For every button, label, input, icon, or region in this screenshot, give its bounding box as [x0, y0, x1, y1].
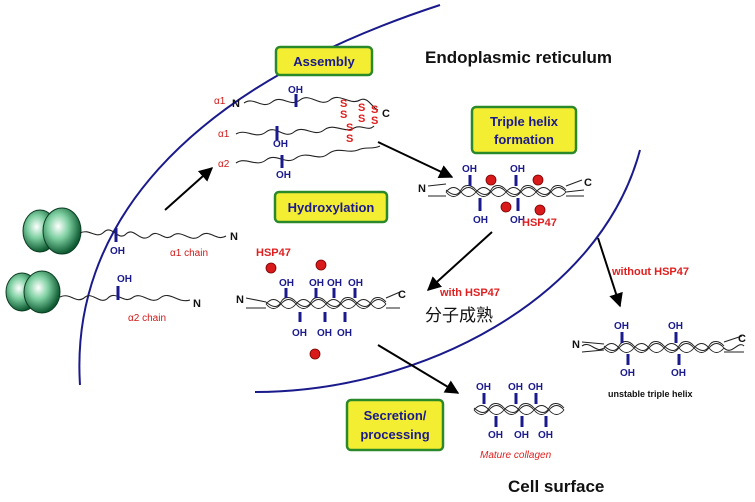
arrow-with-hsp47 — [426, 231, 493, 291]
er-membrane — [78, 4, 441, 386]
alpha1-chain-label: α1 chain — [170, 248, 208, 259]
disulfide-s: S — [371, 115, 378, 127]
oh-label: OH — [110, 246, 125, 257]
disulfide-s: S — [340, 109, 347, 121]
secretion-label-2: processing — [360, 427, 429, 442]
arrow-to-triple-helix — [377, 141, 454, 178]
oh-label: OH — [514, 430, 529, 441]
secretion-label-1: Secretion/ — [364, 408, 427, 423]
er-membrane-inner — [254, 149, 641, 393]
c-terminus: C — [382, 108, 390, 120]
oh-label: OH — [510, 164, 525, 175]
c-terminus: C — [584, 177, 592, 189]
oh-label: OH — [273, 139, 288, 150]
hsp47-dot — [265, 262, 277, 274]
hydroxylation-label: Hydroxylation — [288, 200, 375, 215]
alpha2-label: α2 — [218, 159, 230, 170]
oh-label: OH — [462, 164, 477, 175]
alpha2-chain-label: α2 chain — [128, 313, 166, 324]
assembly-label: Assembly — [293, 54, 355, 69]
oh-label: OH — [117, 274, 132, 285]
triple-helix-box: Triple helix formation — [470, 105, 578, 155]
nascent-alpha1-chain — [79, 229, 227, 239]
secretion-box: Secretion/ processing — [345, 398, 445, 452]
assembly-box: Assembly — [274, 45, 374, 77]
with-hsp47-label: with HSP47 — [439, 287, 500, 299]
mature-collagen-label: Mature collagen — [480, 450, 552, 461]
alpha1-label: α1 — [214, 96, 226, 107]
assembly-chain-2 — [235, 125, 375, 136]
cell-surface-label: Cell surface — [508, 477, 604, 496]
alpha1-label: α1 — [218, 129, 230, 140]
n-terminus: N — [193, 298, 201, 310]
disulfide-s: S — [340, 98, 347, 110]
hsp47-dot — [315, 259, 327, 271]
arrow-to-assembly — [164, 167, 214, 211]
oh-label: OH — [288, 85, 303, 96]
triple-helix-label-1: Triple helix — [490, 114, 559, 129]
oh-label: OH — [528, 382, 543, 393]
oh-label: OH — [671, 368, 686, 379]
oh-label: OH — [473, 215, 488, 226]
oh-label: OH — [292, 328, 307, 339]
oh-label: OH — [309, 278, 324, 289]
oh-label: OH — [488, 430, 503, 441]
mature-collagen: OH OH OH OH OH OH Mature collagen — [473, 382, 565, 461]
oh-label: OH — [317, 328, 332, 339]
oh-label: OH — [538, 430, 553, 441]
hsp47-dot — [532, 174, 544, 186]
n-terminus: N — [230, 231, 238, 243]
c-terminus: C — [738, 333, 746, 345]
hydroxylated-helix: HSP47 N C OH OH OH OH OH OH OH — [236, 247, 406, 360]
oh-label: OH — [348, 278, 363, 289]
oh-label: OH — [327, 278, 342, 289]
hsp47-dot — [534, 204, 546, 216]
triple-helix-forming: N C OH OH OH OH HSP47 — [418, 164, 592, 229]
hydroxylation-box: Hydroxylation — [273, 190, 389, 224]
oh-label: OH — [279, 278, 294, 289]
assembly-chain-3 — [235, 145, 381, 164]
assembly-chain-1 — [243, 96, 379, 111]
disulfide-bonds: S S S S S S S S — [340, 98, 378, 145]
hsp47-label: HSP47 — [522, 217, 557, 229]
oh-label: OH — [510, 215, 525, 226]
oh-label: OH — [476, 382, 491, 393]
arrow-without-hsp47 — [597, 237, 623, 308]
hsp47-dot — [309, 348, 321, 360]
hsp47-label: HSP47 — [256, 247, 291, 259]
disulfide-s: S — [358, 113, 365, 125]
disulfide-s: S — [346, 133, 353, 145]
maturation-jp-label: 分子成熟 — [425, 305, 493, 326]
arrow-to-secretion — [377, 344, 460, 394]
n-terminus: N — [232, 98, 240, 110]
oh-label: OH — [508, 382, 523, 393]
oh-label: OH — [276, 170, 291, 181]
oh-label: OH — [620, 368, 635, 379]
n-terminus: N — [236, 294, 244, 306]
er-label: Endoplasmic reticulum — [425, 48, 612, 67]
c-terminus: C — [398, 289, 406, 301]
unstable-helix-label: unstable triple helix — [608, 389, 693, 399]
disulfide-s: S — [358, 102, 365, 114]
nascent-alpha2-chain — [59, 294, 191, 302]
disulfide-s: S — [346, 122, 353, 134]
n-terminus: N — [572, 339, 580, 351]
disulfide-s: S — [371, 104, 378, 116]
hsp47-dot — [500, 201, 512, 213]
ribosome-bottom — [5, 270, 61, 314]
n-terminus: N — [418, 183, 426, 195]
without-hsp47-label: without HSP47 — [611, 266, 689, 278]
oh-label: OH — [337, 328, 352, 339]
oh-label: OH — [668, 321, 683, 332]
ribosome-top — [22, 207, 82, 255]
hsp47-dot — [485, 174, 497, 186]
oh-label: OH — [614, 321, 629, 332]
unstable-helix: N C OH OH OH OH unstable triple helix — [572, 321, 746, 399]
triple-helix-label-2: formation — [494, 132, 554, 147]
